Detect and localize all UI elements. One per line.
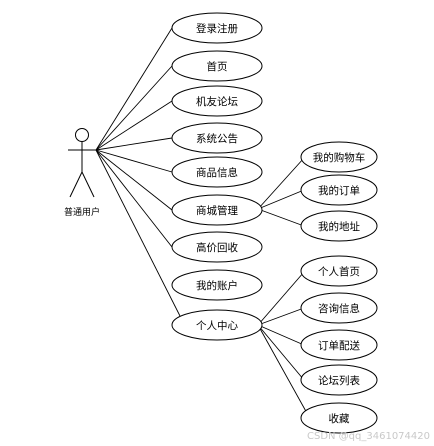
use-case-account[interactable]: 我的账户 [171, 269, 263, 301]
actor-associations [95, 27, 181, 317]
use-case-delivery-label: 订单配送 [318, 339, 360, 352]
use-case-consult[interactable]: 咨询信息 [300, 292, 378, 324]
use-case-profile[interactable]: 个人首页 [300, 255, 378, 287]
use-case-forum-list-label: 论坛列表 [318, 374, 360, 387]
assoc-center-delivery [257, 324, 305, 346]
assoc-center-consult [257, 307, 305, 326]
use-case-recycle[interactable]: 高价回收 [171, 231, 263, 263]
assoc-goods [95, 149, 173, 173]
use-case-recycle-label: 高价回收 [196, 241, 238, 254]
actor-left-leg [69, 171, 83, 198]
use-case-forum[interactable]: 机友论坛 [171, 85, 263, 117]
assoc-center [95, 149, 181, 317]
assoc-home [95, 65, 173, 151]
use-case-center[interactable]: 个人中心 [171, 309, 263, 341]
use-case-favorites-label: 收藏 [329, 412, 350, 425]
use-case-orders[interactable]: 我的订单 [300, 174, 378, 206]
use-case-notice-label: 系统公告 [196, 132, 238, 145]
use-case-home-label: 首页 [207, 60, 228, 73]
assoc-center-profile [257, 271, 305, 326]
assoc-mall-cart [257, 157, 305, 210]
assoc-login [95, 27, 173, 151]
use-case-cart-label: 我的购物车 [313, 151, 366, 164]
assoc-center-forum-list [257, 324, 305, 381]
actor-right-leg [81, 171, 95, 198]
use-case-consult-label: 咨询信息 [318, 302, 360, 315]
use-case-profile-label: 个人首页 [318, 265, 360, 278]
mall-associations [257, 157, 305, 227]
center-associations [257, 271, 309, 416]
use-case-forum-label: 机友论坛 [196, 95, 238, 108]
actor-head [75, 128, 89, 142]
assoc-center-favorites [257, 324, 309, 416]
use-case-cart[interactable]: 我的购物车 [300, 141, 378, 173]
actor-label: 普通用户 [64, 206, 100, 218]
use-case-center-label: 个人中心 [196, 319, 238, 332]
use-case-goods-label: 商品信息 [196, 166, 238, 179]
use-case-account-label: 我的账户 [196, 279, 238, 292]
watermark: CSDN @qq_3461074420 [307, 431, 430, 442]
use-case-delivery[interactable]: 订单配送 [300, 329, 378, 361]
use-case-notice[interactable]: 系统公告 [171, 122, 263, 154]
assoc-forum [95, 100, 173, 151]
use-case-login[interactable]: 登录注册 [171, 12, 263, 44]
use-case-mall[interactable]: 商城管理 [171, 194, 263, 226]
assoc-recycle [95, 149, 173, 248]
assoc-mall-orders [257, 189, 305, 210]
assoc-mall [95, 149, 173, 211]
use-case-login-label: 登录注册 [196, 22, 238, 35]
actor-figure [68, 128, 96, 198]
use-case-home[interactable]: 首页 [171, 50, 263, 82]
use-case-address[interactable]: 我的地址 [300, 210, 378, 242]
assoc-notice [95, 137, 173, 151]
assoc-mall-address [257, 208, 305, 227]
use-case-favorites[interactable]: 收藏 [300, 402, 378, 434]
use-case-address-label: 我的地址 [318, 220, 360, 233]
use-case-goods[interactable]: 商品信息 [171, 156, 263, 188]
use-case-orders-label: 我的订单 [318, 184, 360, 197]
use-case-mall-label: 商城管理 [196, 204, 238, 217]
use-case-forum-list[interactable]: 论坛列表 [300, 364, 378, 396]
